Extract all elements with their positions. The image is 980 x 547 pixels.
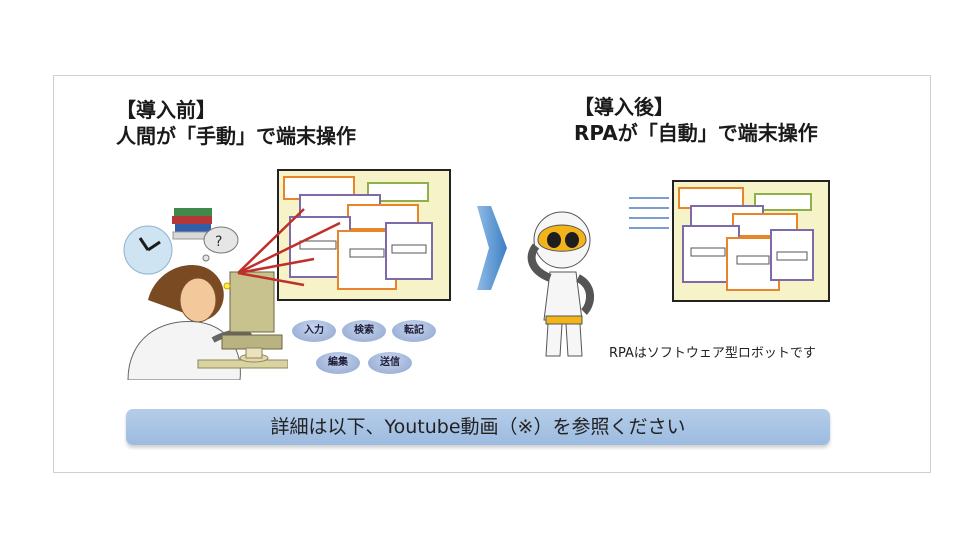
window-stack [283,176,433,290]
clock-icon [123,225,173,275]
youtube-reference-banner: 詳細は以下、Youtube動画（※）を参照ください [126,409,830,445]
desk [197,359,288,369]
robot-caption: RPAはソフトウェア型ロボットです [609,346,816,361]
computer-monitor-icon [221,271,283,350]
think-mark: ? [215,234,222,250]
bubble-input: 入力 [292,320,336,342]
automated-screen-diagram [629,180,830,302]
after-bracket-title: 【導入後】 [574,95,674,119]
window-stack [678,187,814,291]
bubble-edit: 編集 [316,352,360,374]
bubble-transcribe: 転記 [392,320,436,342]
before-heading: 【導入前】 人間が「手動」で端末操作 [116,97,356,149]
thought-bubble-icon: ? [202,226,239,262]
robot-figure [527,211,594,357]
before-bracket-title: 【導入前】 [116,98,216,122]
after-heading: 【導入後】 RPAが「自動」で端末操作 [574,94,818,146]
bubble-search: 検索 [342,320,386,342]
man-at-computer-illustration: ? [123,208,288,380]
before-subtitle: 人間が「手動」で端末操作 [116,124,356,148]
operation-bubbles: 入力 検索 転記 編集 送信 [292,320,442,382]
coffee-mug-icon [239,347,269,363]
input-streams [629,197,669,229]
after-subtitle: RPAが「自動」で端末操作 [574,121,818,145]
manual-screen-diagram [237,169,451,301]
transition-arrow-icon [477,206,507,290]
bubble-send: 送信 [368,352,412,374]
robot-illustration [527,211,594,357]
red-action-lines [237,208,341,287]
